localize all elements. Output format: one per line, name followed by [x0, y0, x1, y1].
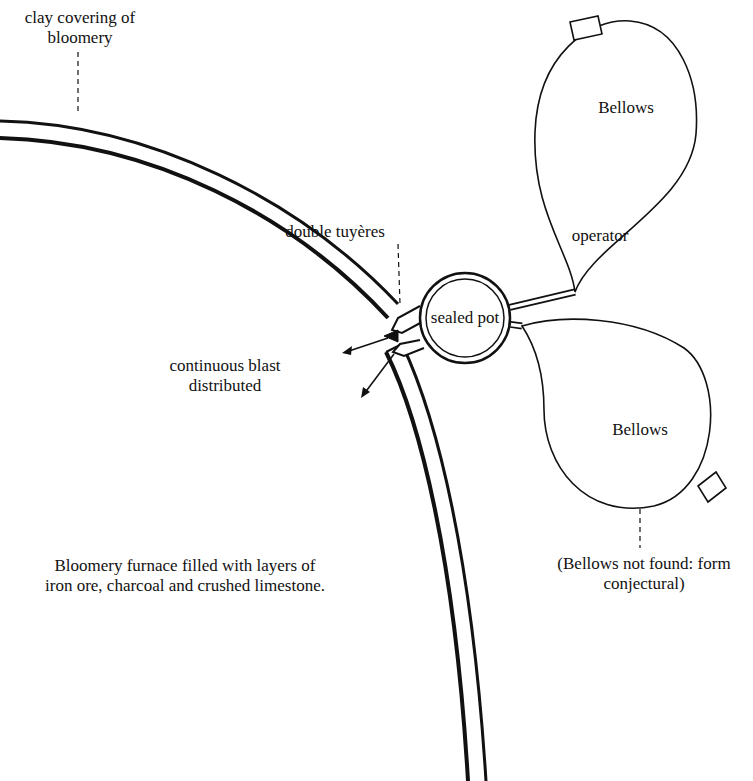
air-pipe — [510, 292, 575, 307]
sealed-pot: sealed pot — [418, 271, 512, 365]
node-text: Bellows — [581, 98, 671, 118]
bellows-outline — [522, 258, 722, 523]
bellows: Bellows — [530, 12, 702, 294]
air-pipe — [511, 324, 522, 326]
bellows: Bellows — [522, 258, 722, 523]
note-label: (Bellows not found: form conjectural) — [548, 554, 740, 595]
part-label: clay covering of bloomery — [20, 8, 140, 49]
note-label: Bloomery furnace filled with layers of i… — [40, 556, 330, 597]
bellows-outline — [530, 12, 702, 294]
note-label: continuous blast distributed — [150, 356, 300, 397]
part-label: operator — [560, 226, 640, 246]
node-text: sealed pot — [430, 308, 500, 328]
node-text: Bellows — [595, 420, 685, 440]
part-label: double tuyères — [270, 222, 400, 242]
